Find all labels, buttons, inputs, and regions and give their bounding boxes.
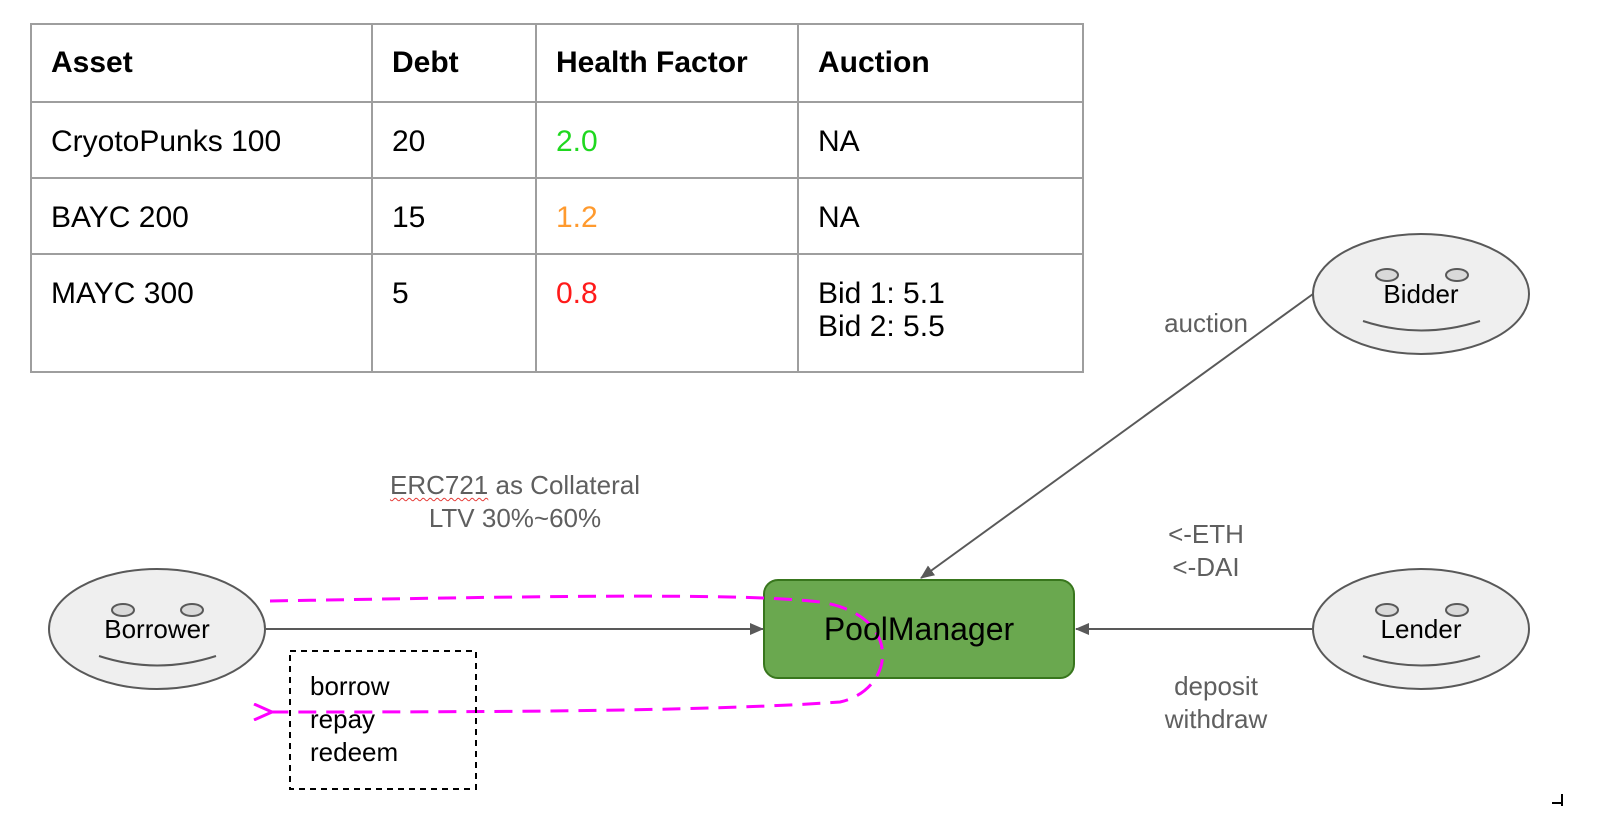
cell-debt: 15 [371,177,537,255]
cell-health: 2.0 [535,101,799,179]
cell-debt: 5 [371,253,537,373]
collateral-rest-text: as Collateral [488,470,640,500]
pool-manager-label: PoolManager [823,611,1015,647]
bidder-label: Bidder [1383,279,1459,309]
header-debt: Debt [371,23,537,103]
table-row: CryotoPunks 100 20 2.0 NA [30,101,1084,179]
actions-list: borrow repay redeem [310,671,399,767]
cell-asset: BAYC 200 [30,177,373,255]
collateral-label: ERC721 as Collateral [360,469,670,502]
loan-status-table: Asset Debt Health Factor Auction CryotoP… [30,23,1084,373]
table-header-row: Asset Debt Health Factor Auction [30,23,1084,103]
borrower-label: Borrower [104,614,210,644]
cell-auction: NA [797,177,1084,255]
collateral-erc-text: ERC721 [389,470,489,500]
cell-debt: 20 [371,101,537,179]
header-auction: Auction [797,23,1084,103]
cell-asset: CryotoPunks 100 [30,101,373,179]
cell-health: 0.8 [535,253,799,373]
cell-auction: NA [797,101,1084,179]
table-row: BAYC 200 15 1.2 NA [30,177,1084,255]
cell-asset: MAYC 300 [30,253,373,373]
auction-label: auction [1164,308,1248,338]
cell-health: 1.2 [535,177,799,255]
deposit-withdraw-label: deposit withdraw [1164,671,1268,734]
table-row: MAYC 300 5 0.8 Bid 1: 5.1 Bid 2: 5.5 [30,253,1084,373]
lender-label: Lender [1380,614,1462,644]
tokens-label: <-ETH <-DAI [1168,519,1244,582]
ltv-label: LTV 30%~60% [428,503,602,533]
header-asset: Asset [30,23,373,103]
corner-mark-icon [1552,794,1563,806]
header-health-factor: Health Factor [535,23,799,103]
cell-auction: Bid 1: 5.1 Bid 2: 5.5 [797,253,1084,373]
